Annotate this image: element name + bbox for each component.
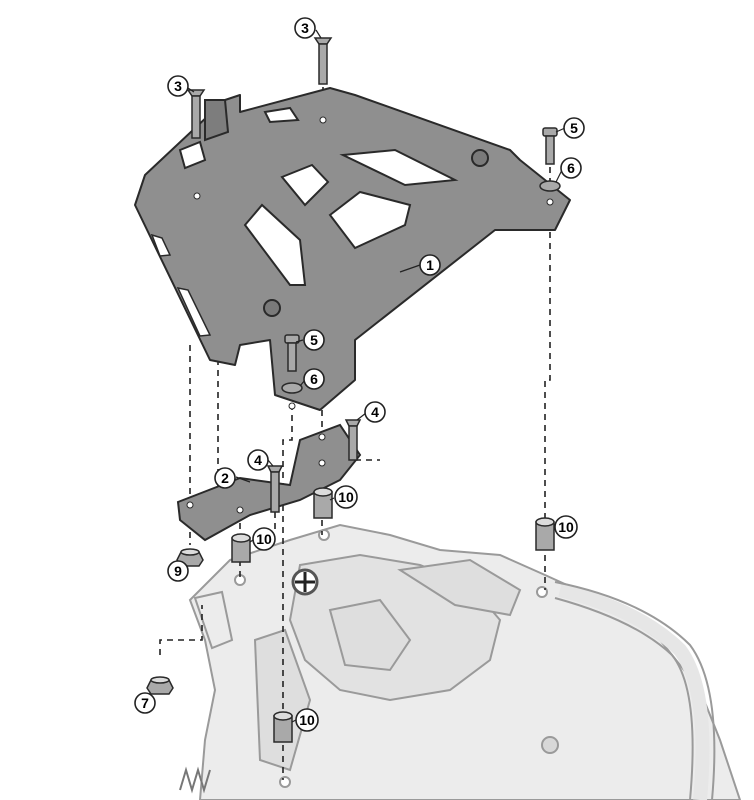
top-rack-plate [134,87,571,411]
svg-text:1: 1 [426,257,434,273]
plate-cutout [339,148,459,187]
bolt-icon [186,89,206,139]
frame-cutout-left [253,628,312,772]
callout-3: 3 [294,17,316,39]
svg-text:5: 5 [570,120,578,136]
callout-10: 10 [334,485,358,509]
guide-line [544,210,551,520]
frame-cutout-right [397,558,522,617]
plate-side-slot [176,286,212,337]
plate-boss [263,299,281,317]
spring-cable [179,766,211,794]
bracket-hole [236,506,244,514]
callout-10: 10 [554,515,578,539]
svg-text:3: 3 [174,78,182,94]
frame-cutout-center [328,598,412,672]
grab-handle [558,583,710,800]
svg-text:9: 9 [174,563,182,579]
callout-1: 1 [419,254,441,276]
bracket-body [176,423,362,542]
plate-side-slot [150,233,172,257]
callout-10: 10 [252,527,276,551]
guide-line [352,440,380,461]
fasteners [146,37,561,743]
washer-icon [281,382,303,394]
callout-2: 2 [214,467,236,489]
spacer-icon [535,517,555,551]
plate-cutout [280,163,330,207]
plate-cutout [178,140,207,170]
callout-5: 5 [303,329,325,351]
callout-5: 5 [563,117,585,139]
plate-boss [471,149,489,167]
mounting-bracket [176,423,362,542]
motorcycle-frame [179,523,742,800]
frame-hole [318,529,330,541]
plate-slot [263,106,300,124]
svg-text:6: 6 [567,160,575,176]
callouts: 3 3 5 6 1 5 6 4 [134,17,585,732]
callout-6: 6 [303,368,325,390]
plate-hole [546,198,554,206]
callout-4: 4 [247,449,269,471]
callout-9: 9 [167,560,189,582]
bolt-icon [542,127,558,165]
spacer-icon [313,487,333,519]
svg-text:10: 10 [338,489,354,505]
bracket-hole [318,433,326,441]
bracket-hole [318,459,326,467]
callout-4: 4 [364,401,386,423]
side-knob [541,736,559,754]
callout-6: 6 [560,157,582,179]
svg-text:10: 10 [558,519,574,535]
plate-cutout [328,190,412,250]
plate-flange [204,99,230,142]
svg-text:5: 5 [310,332,318,348]
bolt-icon [344,419,362,461]
plate-hole [193,192,201,200]
svg-text:7: 7 [141,695,149,711]
bolt-icon [313,37,333,85]
callout-7: 7 [134,692,156,714]
svg-text:3: 3 [301,20,309,36]
plate-cutout [243,203,307,286]
svg-text:6: 6 [310,371,318,387]
brand-emblem-cross [295,572,315,592]
spacer-icon [273,711,293,743]
plate-body [134,87,571,411]
svg-text:4: 4 [254,452,262,468]
callout-10: 10 [295,708,319,732]
svg-text:4: 4 [371,404,379,420]
bracket-hole [186,501,194,509]
spacer-icon [231,533,251,563]
plate-hole [319,116,327,124]
bolt-icon [266,465,284,513]
frame-hole [279,776,291,788]
guide-line [159,605,203,655]
grab-handle-outline [554,581,716,800]
washer-icon [539,180,561,192]
svg-text:10: 10 [299,712,315,728]
svg-text:10: 10 [256,531,272,547]
nut-icon [146,676,174,695]
svg-text:2: 2 [221,470,229,486]
left-wing [193,590,234,650]
bolt-icon [284,334,300,372]
plate-hole [288,402,296,410]
callout-3: 3 [167,75,189,97]
